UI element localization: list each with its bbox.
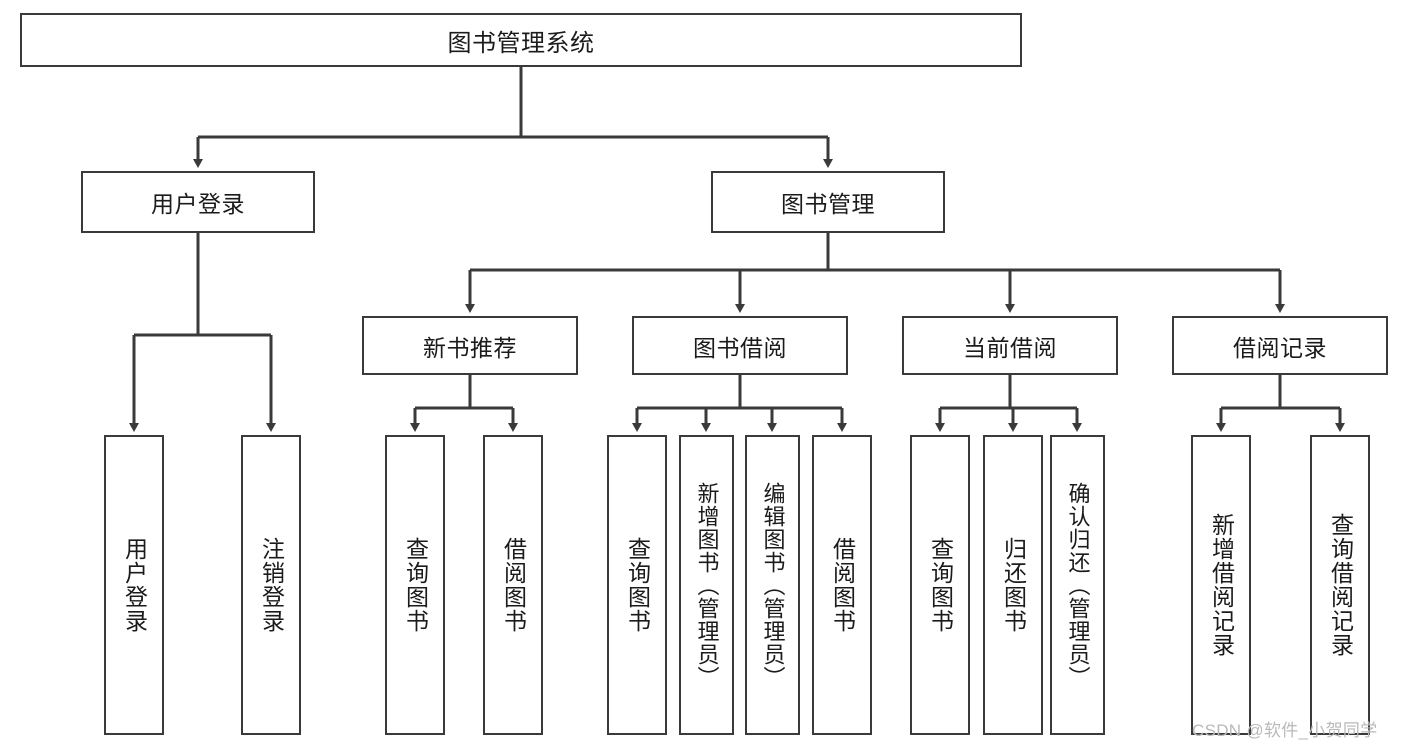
leaf-borrow-book[interactable]: 借阅图书: [812, 435, 872, 735]
leaf-confirm-return-admin[interactable]: 确认归还（管理员）: [1050, 435, 1105, 735]
leaf-logout[interactable]: 注销登录: [241, 435, 301, 735]
leaf-query-book-current[interactable]: 查询图书: [910, 435, 970, 735]
leaf-query-borrow-record[interactable]: 查询借阅记录: [1310, 435, 1370, 735]
leaf-query-book-recommend[interactable]: 查询图书: [385, 435, 445, 735]
node-borrow-record[interactable]: 借阅记录: [1172, 316, 1388, 375]
leaf-return-book[interactable]: 归还图书: [983, 435, 1043, 735]
node-root-system[interactable]: 图书管理系统: [20, 13, 1022, 67]
node-new-book-recommend[interactable]: 新书推荐: [362, 316, 578, 375]
leaf-add-book-admin[interactable]: 新增图书（管理员）: [679, 435, 734, 735]
leaf-query-book-borrow[interactable]: 查询图书: [607, 435, 667, 735]
node-book-borrow[interactable]: 图书借阅: [632, 316, 848, 375]
node-user-login[interactable]: 用户登录: [81, 171, 315, 233]
leaf-add-borrow-record[interactable]: 新增借阅记录: [1191, 435, 1251, 735]
leaf-user-login[interactable]: 用户登录: [104, 435, 164, 735]
csdn-watermark: CSDN @软件_小贺同学: [1192, 721, 1378, 740]
leaf-borrow-book-recommend[interactable]: 借阅图书: [483, 435, 543, 735]
node-current-borrow[interactable]: 当前借阅: [902, 316, 1118, 375]
leaf-edit-book-admin[interactable]: 编辑图书（管理员）: [745, 435, 800, 735]
node-book-management[interactable]: 图书管理: [711, 171, 945, 233]
